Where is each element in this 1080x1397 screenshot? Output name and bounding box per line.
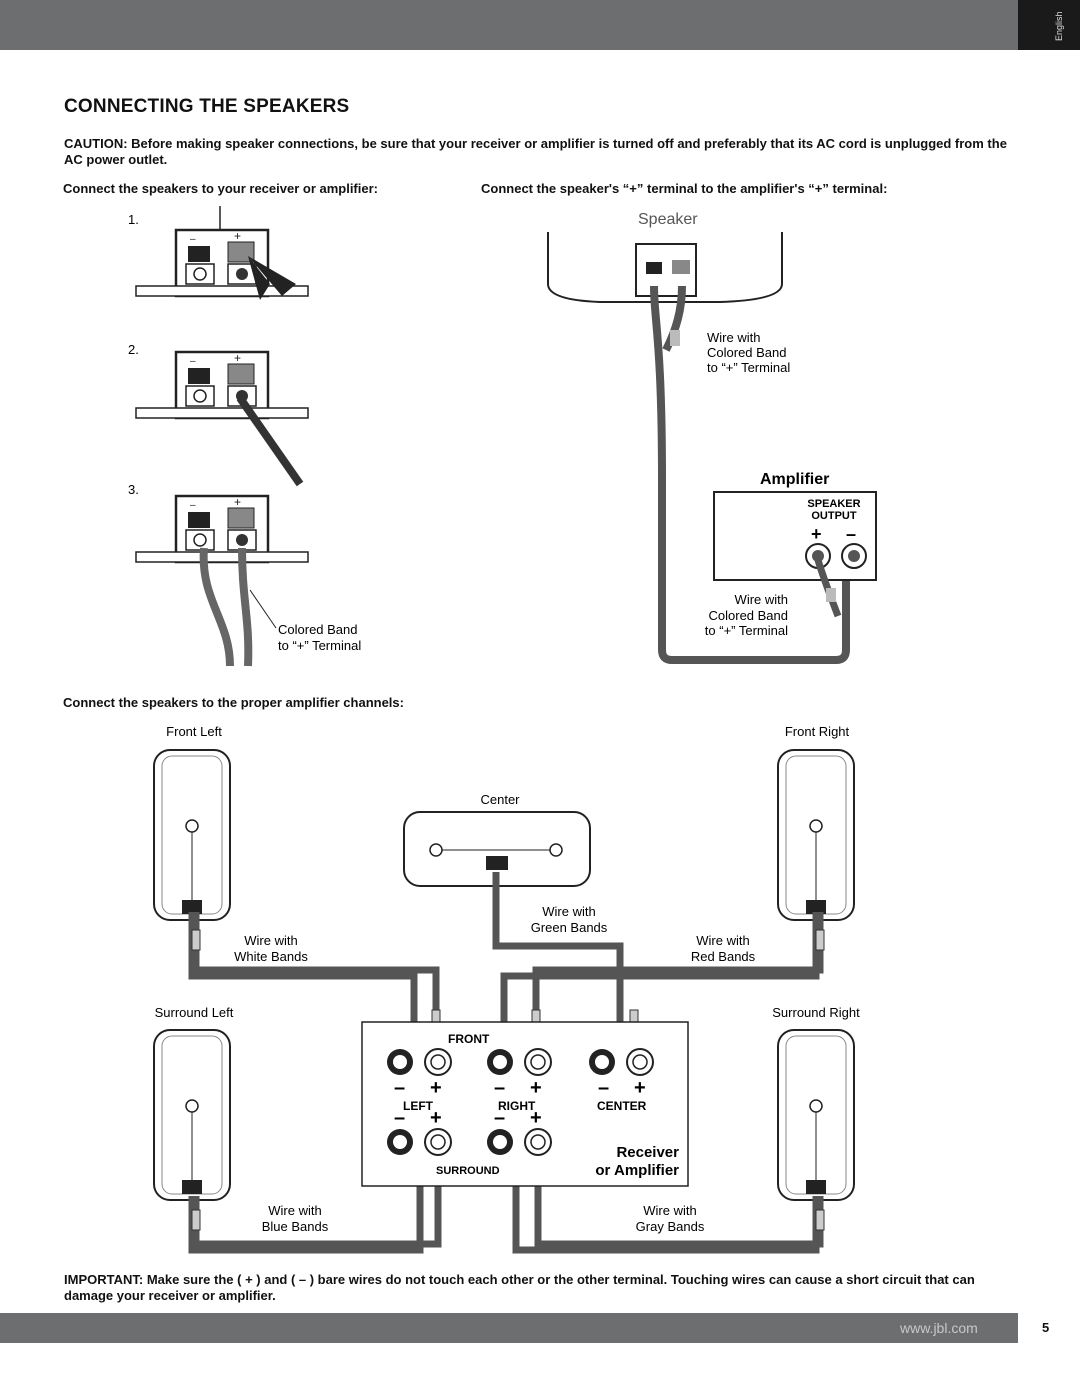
- speaker-wire-label-3: to “+” Terminal: [707, 360, 790, 375]
- front-right-label: Front Right: [785, 724, 850, 739]
- surround-left-minus: –: [394, 1107, 405, 1129]
- front-left-speaker: [153, 749, 231, 921]
- footer-bar: [0, 1313, 1018, 1343]
- receiver-title-1: Receiver: [616, 1144, 679, 1161]
- amplifier-title: Amplifier: [760, 471, 829, 488]
- step-2-label: 2.: [128, 342, 139, 357]
- important-note: IMPORTANT: Make sure the ( + ) and ( – )…: [64, 1272, 1014, 1304]
- amp-output-label-2: OUTPUT: [811, 510, 857, 522]
- front-right-minus: –: [494, 1077, 505, 1099]
- step-3-label: 3.: [128, 482, 139, 497]
- green-wire-label-1: Wire with: [542, 904, 595, 919]
- left-heading: Connect the speakers to your receiver or…: [63, 181, 378, 196]
- caution-lead: CAUTION:: [64, 136, 128, 151]
- surround-right-plus: +: [530, 1107, 542, 1129]
- blue-wire-label-2: Blue Bands: [262, 1219, 329, 1234]
- front-left-label: Front Left: [166, 724, 222, 739]
- front-left-minus: –: [394, 1077, 405, 1099]
- step-1-label: 1.: [128, 212, 139, 227]
- caution-note: CAUTION: Before making speaker connectio…: [64, 136, 1014, 168]
- red-wire-label-1: Wire with: [696, 933, 749, 948]
- step-2-terminal: [134, 349, 310, 420]
- step-3-terminal: [134, 493, 310, 564]
- receiver-surround-label: SURROUND: [436, 1165, 500, 1177]
- speaker-wire: [650, 285, 850, 664]
- center-minus: –: [598, 1077, 609, 1099]
- center-plus: +: [634, 1077, 646, 1099]
- blue-wire-label-1: Wire with: [268, 1203, 321, 1218]
- amp-plus: +: [811, 524, 822, 544]
- page-number: 5: [1042, 1320, 1050, 1335]
- receiver-panel: [361, 1021, 689, 1187]
- channels-heading: Connect the speakers to the proper ampli…: [63, 695, 404, 710]
- receiver-left-label: LEFT: [403, 1099, 434, 1113]
- front-right-plus: +: [530, 1077, 542, 1099]
- amp-wire-label-3: to “+” Terminal: [705, 623, 788, 638]
- important-text: Make sure the ( + ) and ( – ) bare wires…: [64, 1272, 975, 1303]
- green-wire-label-2: Green Bands: [531, 920, 608, 935]
- white-wire-label-2: White Bands: [234, 949, 308, 964]
- amp-output-label-1: SPEAKER: [807, 498, 860, 510]
- surround-right-speaker: [777, 1029, 855, 1201]
- amp-minus: –: [846, 524, 856, 544]
- language-tab: [1018, 0, 1080, 50]
- footer-url[interactable]: www.jbl.com: [900, 1320, 978, 1336]
- gray-wire-label-2: Gray Bands: [636, 1219, 705, 1234]
- page-title: CONNECTING THE SPEAKERS: [64, 96, 350, 117]
- step3-band-label-1: Colored Band: [278, 622, 358, 637]
- header-bar: [0, 0, 1018, 50]
- speaker-wire-label-2: Colored Band: [707, 345, 787, 360]
- receiver-center-label: CENTER: [597, 1099, 647, 1113]
- caution-text: Before making speaker connections, be su…: [64, 136, 1007, 167]
- center-label: Center: [480, 792, 520, 807]
- red-wire-label-2: Red Bands: [691, 949, 756, 964]
- receiver-front-label: FRONT: [448, 1032, 490, 1046]
- screwdriver-icon: [236, 395, 304, 487]
- surround-left-label: Surround Left: [155, 1005, 234, 1020]
- surround-left-speaker: [153, 1029, 231, 1201]
- receiver-title-2: or Amplifier: [595, 1162, 679, 1179]
- surround-right-minus: –: [494, 1107, 505, 1129]
- speaker-label: Speaker: [638, 211, 698, 228]
- front-right-speaker: [777, 749, 855, 921]
- surround-left-plus: +: [430, 1107, 442, 1129]
- amp-wire-label-2: Colored Band: [709, 608, 789, 623]
- amp-wire-label-1: Wire with: [735, 592, 788, 607]
- right-heading: Connect the speaker's “+” terminal to th…: [481, 181, 888, 196]
- receiver-right-label: RIGHT: [498, 1099, 536, 1113]
- front-left-plus: +: [430, 1077, 442, 1099]
- gray-wire-label-1: Wire with: [643, 1203, 696, 1218]
- important-lead: IMPORTANT:: [64, 1272, 144, 1287]
- step3-band-label-2: to “+” Terminal: [278, 638, 361, 653]
- white-wire-label-1: Wire with: [244, 933, 297, 948]
- speaker-wire-label-1: Wire with: [707, 330, 760, 345]
- surround-right-label: Surround Right: [772, 1005, 860, 1020]
- arrow-icon: [248, 256, 296, 296]
